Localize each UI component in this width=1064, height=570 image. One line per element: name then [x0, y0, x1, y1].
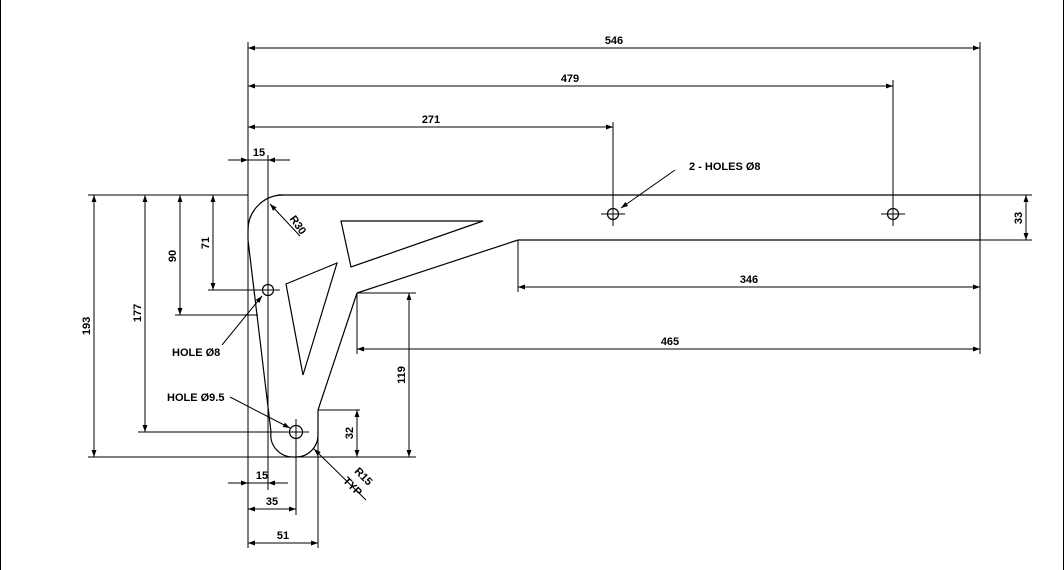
hole-9-5-callout: HOLE Ø9.5: [167, 392, 224, 404]
r30-leader: [269, 203, 301, 237]
r15-leader: [313, 448, 367, 501]
triangular-cutouts: [285, 220, 484, 376]
dim-90-label: 90: [167, 250, 179, 262]
dim-15-top-label: 15: [253, 147, 265, 159]
hole-8-leader: [221, 295, 263, 346]
callout-labels: 2 - HOLES Ø8 HOLE Ø8 HOLE Ø9.5: [167, 161, 761, 404]
dim-35-label: 35: [266, 496, 278, 508]
dimension-lines: [91, 45, 1029, 546]
dim-479-label: 479: [561, 73, 579, 85]
hole-9-5-leader: [229, 396, 291, 429]
dim-51-label: 51: [277, 530, 289, 542]
part-outline: [247, 194, 981, 458]
holes-2-leader: [620, 169, 676, 209]
dim-119-label: 119: [396, 366, 408, 384]
dim-546-label: 546: [605, 35, 623, 47]
dimension-labels: 546 479 271 15 33 346 465 193 177 90 71 …: [81, 35, 1025, 542]
dim-346-label: 346: [740, 274, 758, 286]
dim-271-label: 271: [422, 114, 440, 126]
dim-465-label: 465: [661, 336, 679, 348]
dim-33-label: 33: [1013, 212, 1025, 224]
extension-lines: [88, 42, 1032, 548]
dim-15-bottom-label: 15: [256, 470, 268, 482]
leaders: [221, 169, 676, 501]
dim-71-label: 71: [200, 237, 212, 249]
dim-177-label: 177: [132, 304, 144, 322]
hole-8-callout: HOLE Ø8: [172, 347, 220, 359]
dim-193-label: 193: [81, 317, 93, 335]
dim-32-label: 32: [344, 427, 356, 439]
holes: [256, 202, 905, 445]
holes-2-callout: 2 - HOLES Ø8: [689, 161, 761, 173]
